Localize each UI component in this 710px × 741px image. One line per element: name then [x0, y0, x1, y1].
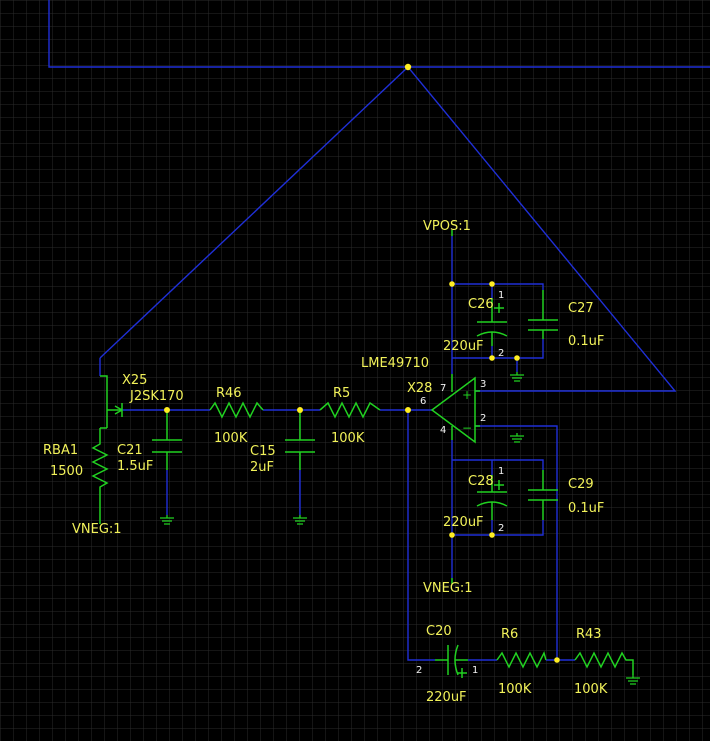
label-vneg-left: VNEG:1: [72, 522, 122, 537]
capacitor-c28: [476, 475, 508, 520]
label-lme49710: LME49710: [361, 356, 429, 371]
label-vneg-mid: VNEG:1: [423, 581, 473, 596]
ground-icon: [626, 675, 640, 685]
pin-c28-2: 2: [498, 523, 504, 534]
wires: [48, 0, 710, 661]
capacitor-c15: [285, 410, 315, 470]
label-r5: R5: [333, 386, 350, 401]
label-c28: C28: [468, 474, 494, 489]
label-j2sk170: J2SK170: [129, 389, 184, 404]
label-c29: C29: [568, 477, 594, 492]
components: [91, 230, 634, 678]
label-c26-value: 220uF: [443, 339, 484, 354]
opamp-x28-symbol: [430, 374, 480, 444]
label-r43-value: 100K: [574, 682, 608, 697]
label-c29-value: 0.1uF: [568, 501, 604, 516]
label-c27: C27: [568, 301, 594, 316]
label-c15-value: 2uF: [250, 460, 274, 475]
label-r43: R43: [576, 627, 602, 642]
jfet-x25-symbol: [100, 375, 123, 429]
label-r46: R46: [216, 386, 242, 401]
label-rba1-value: 1500: [50, 464, 83, 479]
label-rba1: RBA1: [43, 443, 78, 458]
label-r46-value: 100K: [214, 431, 248, 446]
resistor-r43: [574, 651, 634, 675]
capacitor-c20: [435, 644, 468, 678]
ground-icon: [510, 433, 524, 443]
resistor-r6: [496, 650, 547, 669]
pin-7: 7: [440, 383, 446, 394]
pin-4: 4: [440, 425, 446, 436]
label-c26: C26: [468, 297, 494, 312]
label-r5-value: 100K: [331, 431, 365, 446]
label-r6-value: 100K: [498, 682, 532, 697]
label-x28: X28: [407, 381, 432, 396]
ground-icon: [510, 372, 524, 382]
pin-c20-2: 2: [416, 665, 422, 676]
resistor-r5: [319, 401, 381, 419]
label-c27-value: 0.1uF: [568, 334, 604, 349]
pin-c26-1: 1: [498, 290, 504, 301]
label-c20: C20: [426, 624, 452, 639]
junction-nodes: [164, 63, 560, 663]
pin-c20-1: 1: [472, 665, 478, 676]
label-c21: C21: [117, 443, 143, 458]
capacitor-c21: [152, 410, 182, 470]
label-vpos: VPOS:1: [423, 219, 471, 234]
label-c20-value: 220uF: [426, 690, 467, 705]
resistor-rba1: [91, 428, 109, 520]
ground-icon: [160, 515, 174, 525]
label-r6: R6: [501, 627, 518, 642]
pin-2: 2: [480, 413, 486, 424]
capacitor-c29: [528, 470, 558, 520]
opamp-plus-sign: +: [462, 388, 472, 402]
resistor-r46: [209, 401, 264, 419]
pin-labels: 7 3 6 2 4 2 1 1 2 1 2 + −: [416, 290, 504, 676]
ground-icon: [293, 515, 307, 525]
pin-c28-1: 1: [498, 466, 504, 477]
label-c21-value: 1.5uF: [117, 459, 153, 474]
label-c28-value: 220uF: [443, 515, 484, 530]
label-x25: X25: [122, 373, 147, 388]
component-labels: VPOS:1 VNEG:1 VNEG:1 X25 J2SK170 RBA1 15…: [43, 219, 608, 705]
capacitor-c27: [528, 290, 558, 339]
capacitor-c26: [476, 298, 508, 346]
pin-6: 6: [420, 396, 426, 407]
ground-symbols: [160, 372, 640, 685]
pin-3: 3: [480, 379, 486, 390]
opamp-minus-sign: −: [462, 421, 472, 435]
label-c15: C15: [250, 444, 276, 459]
pin-c26-2: 2: [498, 348, 504, 359]
